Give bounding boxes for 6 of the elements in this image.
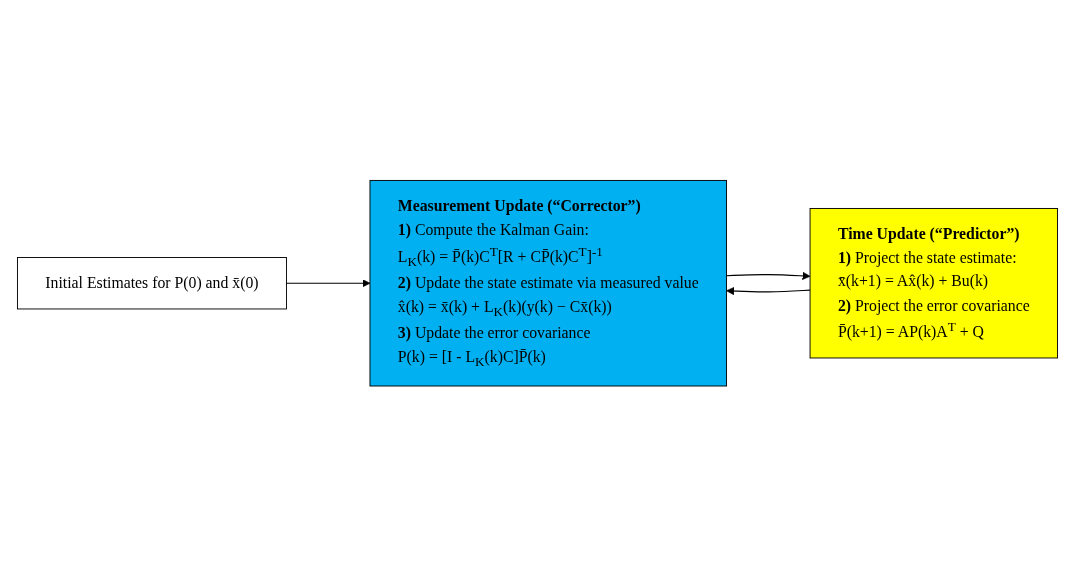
process-box: Measurement Update (“Corrector”) 1) Compute the Kalman Gain: L$_{K}$(k) = P̄(k)C$^{T}$[R + CP̄(k)C$^{T}$]$^{-1}$ 2) Update the state estimate via measured value x̂(k) = x̄(k) + L$_{K}$(k)(y(k) − Cx̄(k)) 3) Update the error covariance P(k) = [I - L$_{K}$(k)C]P̄(k) [369, 180, 727, 387]
process-box: Time Update (“Predictor”) 1) Project the state estimate: x̄(k+1) = Ax̂(k) + Bu(k) 2) Project the error covariance P̄(k+1) = AP(k)A$^{T}$ + Q [809, 208, 1058, 359]
process-box: Initial Estimates for P(0) and x̄(0) [17, 257, 287, 310]
arrow [285, 279, 371, 288]
arrow [726, 272, 811, 281]
arrow [726, 287, 811, 296]
